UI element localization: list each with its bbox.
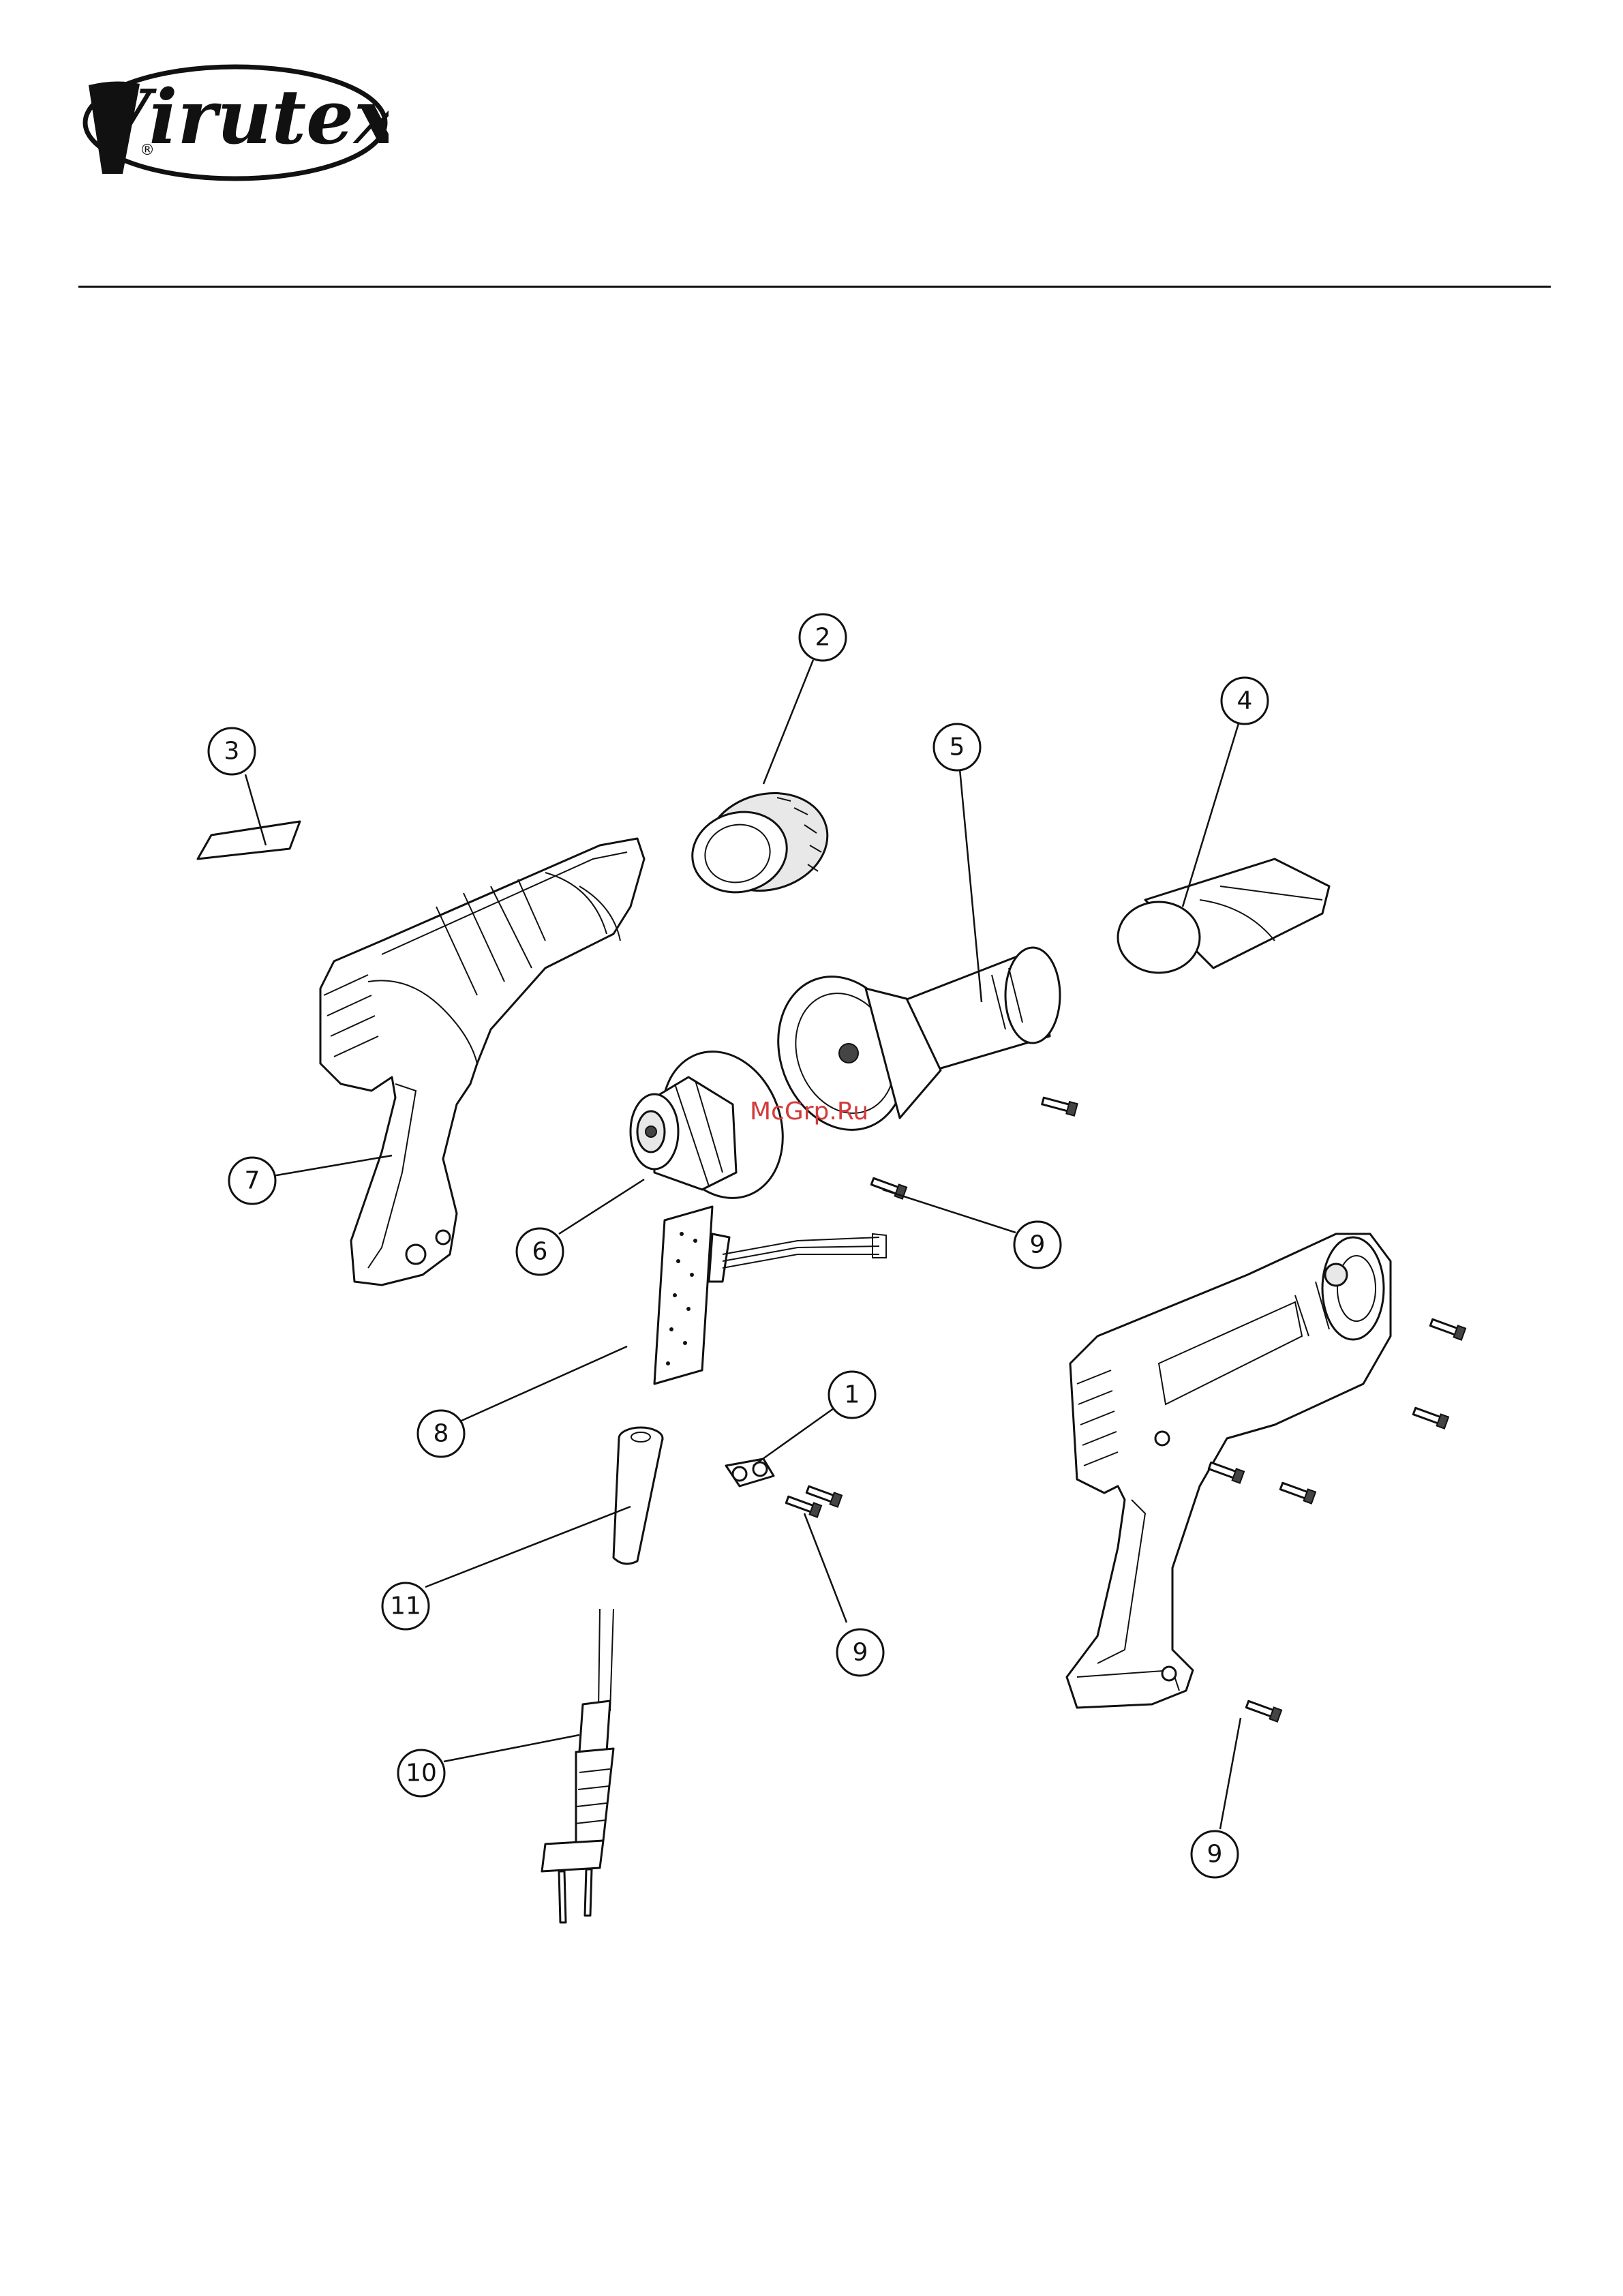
svg-text:8: 8	[434, 1420, 449, 1448]
screw	[1208, 1460, 1244, 1483]
part-cable-clamp	[726, 1459, 774, 1486]
screw	[1042, 1095, 1078, 1115]
callout-1: 1	[829, 1372, 875, 1418]
svg-text:10: 10	[406, 1759, 437, 1787]
part-label-sticker	[198, 821, 300, 859]
svg-text:1: 1	[845, 1381, 860, 1409]
svg-text:5: 5	[950, 734, 965, 761]
callout-5: 5	[934, 724, 980, 770]
watermark-text: McGrp.Ru	[750, 1098, 868, 1126]
callout-11: 11	[382, 1583, 429, 1629]
svg-text:4: 4	[1237, 687, 1253, 715]
screw	[1245, 1699, 1281, 1722]
callout-9c: 9	[1192, 1831, 1238, 1877]
callout-4: 4	[1222, 678, 1268, 724]
part-cable-sleeve	[613, 1428, 663, 1564]
svg-text:7: 7	[245, 1167, 260, 1195]
part-ring-nut	[683, 780, 838, 904]
callout-6: 6	[517, 1228, 563, 1275]
svg-text:3: 3	[224, 738, 240, 766]
part-circuit-board	[654, 1207, 886, 1384]
svg-text:9: 9	[853, 1639, 868, 1667]
screw	[785, 1494, 821, 1517]
svg-text:9: 9	[1030, 1231, 1046, 1259]
part-flat-nozzle	[1118, 859, 1329, 973]
screw	[806, 1484, 842, 1507]
screw	[1412, 1406, 1448, 1429]
callout-7: 7	[229, 1158, 275, 1204]
svg-text:2: 2	[815, 624, 831, 652]
callout-8: 8	[418, 1410, 464, 1457]
callout-3: 3	[209, 728, 255, 774]
svg-text:9: 9	[1207, 1841, 1223, 1869]
callout-2: 2	[800, 614, 846, 661]
svg-text:6: 6	[532, 1238, 548, 1266]
screw	[1279, 1481, 1316, 1504]
svg-text:11: 11	[390, 1592, 421, 1620]
part-housing-half	[320, 839, 644, 1285]
callout-10: 10	[398, 1750, 444, 1796]
callout-9a: 9	[1014, 1222, 1061, 1268]
screw	[1429, 1317, 1466, 1340]
part-power-cable	[542, 1609, 613, 1922]
callout-9b: 9	[837, 1629, 883, 1676]
